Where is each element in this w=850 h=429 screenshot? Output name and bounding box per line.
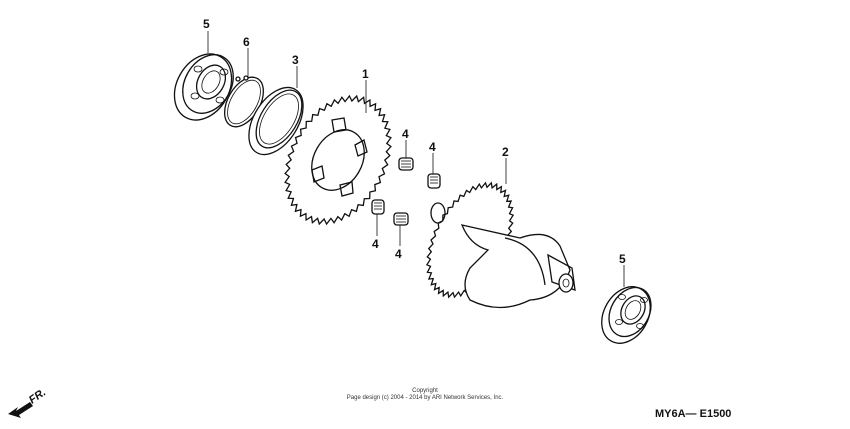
callout-5-right: 5	[619, 252, 626, 266]
callout-5-left: 5	[203, 17, 210, 31]
spring-c[interactable]	[371, 199, 385, 215]
driven-gear[interactable]	[284, 94, 392, 226]
copyright-line-1: Copyright	[412, 388, 438, 394]
leader-lines	[207, 31, 625, 287]
copyright-line-2: Page design (c) 2004 - 2014 by ARI Netwo…	[346, 395, 504, 401]
spring-d[interactable]	[393, 212, 409, 226]
spring-b[interactable]	[427, 173, 441, 189]
callout-1: 1	[362, 67, 369, 81]
callout-2: 2	[502, 145, 509, 159]
callout-4-b: 4	[429, 140, 436, 154]
washer[interactable]	[238, 78, 315, 164]
front-direction-arrow: FR.	[8, 386, 48, 418]
callout-3: 3	[292, 53, 299, 67]
balancer-shaft[interactable]	[425, 181, 576, 309]
spring-a[interactable]	[398, 157, 414, 171]
callout-6: 6	[243, 35, 250, 49]
callout-4-d: 4	[395, 247, 402, 261]
callout-4-c: 4	[372, 237, 379, 251]
copyright-notice: Copyright Page design (c) 2004 - 2014 by…	[250, 388, 600, 402]
bearing-right[interactable]	[592, 278, 660, 352]
diagram-code: MY6A— E1500	[655, 408, 732, 420]
bearing-left[interactable]	[163, 44, 243, 131]
callout-4-a: 4	[402, 127, 409, 141]
